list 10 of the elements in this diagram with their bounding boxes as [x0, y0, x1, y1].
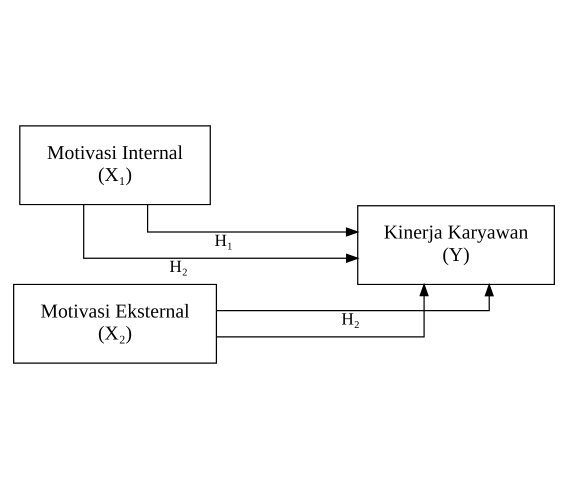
edge-label: H₂: [341, 308, 360, 328]
edge-label: H₂: [169, 256, 188, 276]
arrow: [146, 204, 360, 236]
node-box: Kinerja Karyawan (Y): [357, 204, 555, 285]
arrow: [83, 204, 360, 262]
node-box: Motivasi Internal (X₁): [19, 124, 211, 205]
arrow: [216, 282, 429, 337]
node-box: Motivasi Eksternal (X₂): [13, 283, 218, 364]
edge-label: H₁: [214, 230, 233, 250]
arrow: [216, 282, 494, 311]
